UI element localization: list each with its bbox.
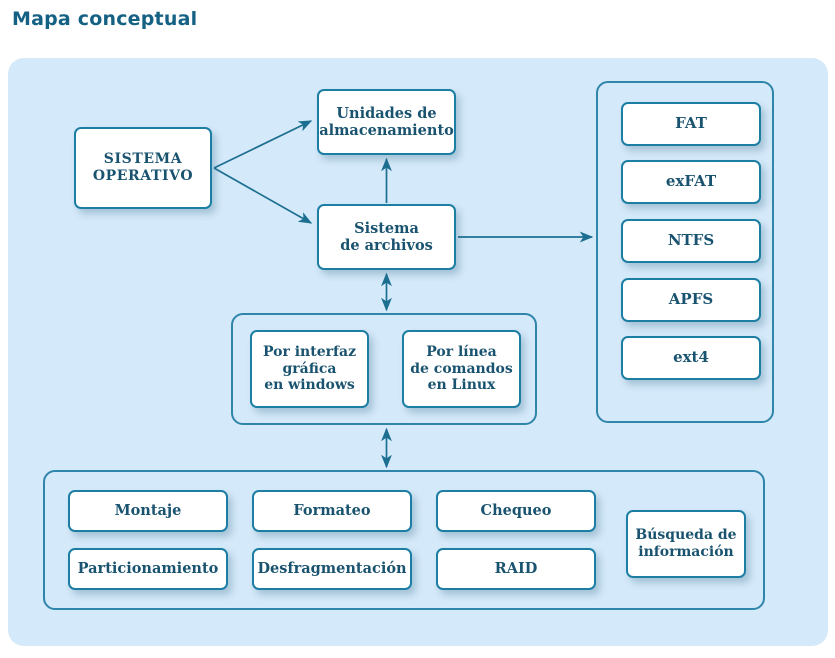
node-linea-de-comandos-linux[interactable]: Por línea de comandos en Linux: [402, 330, 521, 408]
node-apfs[interactable]: APFS: [621, 278, 761, 322]
node-label: FAT: [675, 114, 707, 133]
node-sistema-de-archivos[interactable]: Sistema de archivos: [317, 204, 456, 270]
connector-so-to-unidades: [213, 120, 313, 169]
node-label: Unidades de almacenamiento: [319, 104, 454, 139]
node-chequeo[interactable]: Chequeo: [436, 490, 596, 532]
node-label: Desfragmentación: [257, 560, 407, 578]
node-label: Sistema de archivos: [340, 219, 433, 254]
node-label: Por línea de comandos en Linux: [410, 344, 513, 394]
node-desfragmentacion[interactable]: Desfragmentación: [252, 548, 412, 590]
node-busqueda-de-informacion[interactable]: Búsqueda de información: [626, 510, 746, 578]
node-exfat[interactable]: exFAT: [621, 160, 761, 204]
connector-so-to-sistema-archivos: [213, 167, 313, 224]
node-label: Por interfaz gráfica en windows: [262, 344, 357, 394]
node-label: Montaje: [114, 502, 182, 520]
page-title: Mapa conceptual: [12, 8, 198, 30]
node-label: exFAT: [665, 172, 717, 191]
node-label: NTFS: [667, 231, 715, 250]
node-ntfs[interactable]: NTFS: [621, 219, 761, 263]
node-label: Chequeo: [480, 502, 552, 520]
node-label: Formateo: [293, 502, 371, 520]
node-unidades-de-almacenamiento[interactable]: Unidades de almacenamiento: [317, 89, 456, 155]
node-formateo[interactable]: Formateo: [252, 490, 412, 532]
group-filesystems: [596, 81, 774, 423]
node-ext4[interactable]: ext4: [621, 336, 761, 380]
group-operations: [43, 470, 765, 610]
node-label: APFS: [668, 290, 714, 309]
node-label: Búsqueda de información: [635, 527, 737, 560]
node-label: Particionamiento: [77, 560, 219, 578]
node-particionamiento[interactable]: Particionamiento: [68, 548, 228, 590]
node-montaje[interactable]: Montaje: [68, 490, 228, 532]
node-label: SISTEMA OPERATIVO: [92, 151, 194, 184]
group-interfaces: [231, 313, 537, 425]
node-interfaz-grafica-windows[interactable]: Por interfaz gráfica en windows: [250, 330, 369, 408]
node-fat[interactable]: FAT: [621, 102, 761, 146]
node-raid[interactable]: RAID: [436, 548, 596, 590]
node-label: RAID: [494, 560, 538, 578]
diagram-panel: SISTEMA OPERATIVO Unidades de almacenami…: [8, 58, 828, 646]
node-sistema-operativo[interactable]: SISTEMA OPERATIVO: [74, 127, 212, 209]
node-label: ext4: [673, 348, 709, 367]
